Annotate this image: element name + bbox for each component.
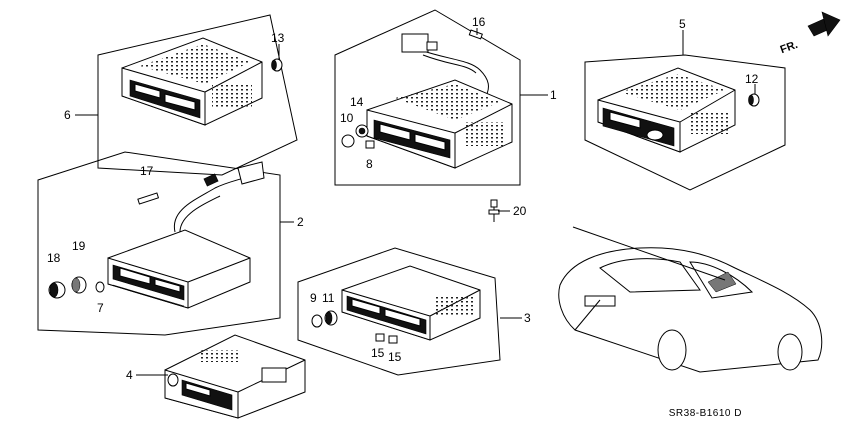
diagram-code: SR38-B1610 D [669, 408, 742, 419]
callout-15a: 15 [371, 346, 385, 360]
callout-17: 17 [140, 164, 154, 178]
group-6-frame [97, 14, 298, 176]
callout-11: 11 [322, 291, 335, 305]
callout-1: 1 [550, 88, 557, 102]
knob-12 [748, 93, 760, 107]
radio-unit-4 [164, 334, 306, 419]
callout-18: 18 [47, 251, 61, 265]
callout-7: 7 [97, 301, 104, 315]
callout-20: 20 [513, 204, 527, 218]
knobs-9-11-15 [311, 310, 398, 344]
leader-lines [75, 28, 756, 376]
callout-3: 3 [524, 311, 531, 325]
callout-8: 8 [366, 157, 373, 171]
radio-unit-2 [107, 161, 265, 309]
direction-label: FR. [779, 39, 800, 56]
callout-16: 16 [472, 15, 486, 29]
radio-unit-1 [366, 29, 513, 169]
callout-14: 14 [350, 95, 364, 109]
callout-12: 12 [745, 72, 759, 86]
fuse-17 [137, 192, 160, 205]
radio-unit-6 [121, 37, 263, 126]
callout-19: 19 [72, 239, 86, 253]
radio-unit-3 [341, 265, 481, 341]
callout-9: 9 [310, 291, 317, 305]
knobs-10-14-8 [341, 124, 375, 149]
callout-6: 6 [64, 108, 71, 122]
group-5-frame [584, 54, 786, 191]
screw-20 [488, 199, 500, 222]
group-3-frame [297, 247, 501, 376]
knob-13 [271, 58, 283, 72]
callout-5: 5 [679, 17, 686, 31]
knobs-18-19-7 [48, 276, 105, 299]
group-1-frame [334, 9, 521, 186]
callout-15b: 15 [388, 350, 402, 364]
radio-unit-5 [597, 67, 736, 153]
callout-4: 4 [126, 368, 133, 382]
callout-13: 13 [271, 31, 285, 45]
front-direction-arrow: FR. [779, 11, 841, 56]
callout-10: 10 [340, 111, 354, 125]
callout-2: 2 [297, 215, 304, 229]
group-2-frame [37, 151, 281, 336]
car-silhouette [558, 226, 823, 373]
